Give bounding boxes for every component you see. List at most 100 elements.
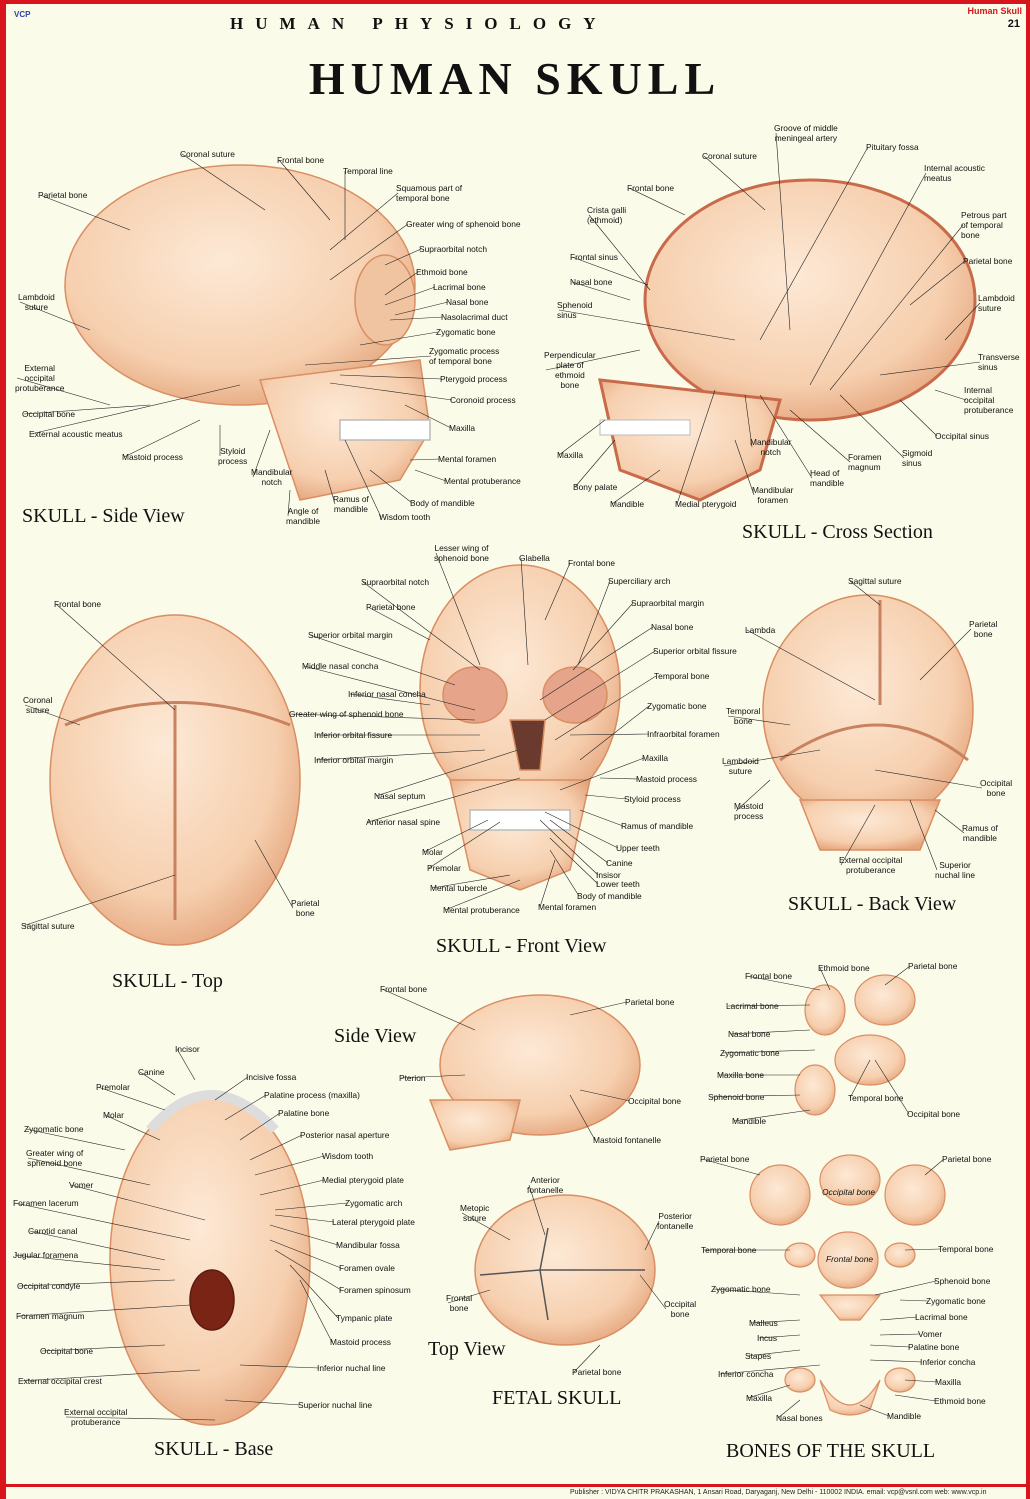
leader-side-25 [30,384,241,435]
leader-front-7 [309,634,456,686]
leader-back-5 [874,769,983,789]
label-bones-8: Sphenoid bone [708,1092,765,1102]
label-base-11: Vomer [69,1180,94,1190]
label-side-5: Greater wing of sphenoid bone [406,219,521,229]
leader-cross-16 [558,419,606,456]
label-cross-8: Frontal sinus [570,252,618,262]
frame-right [1026,0,1030,1499]
label-front-14: Greater wing of sphenoid bone [289,709,404,719]
leader-base-23 [289,1264,339,1319]
leader-base-9 [27,1157,151,1186]
label-side-25: External acoustic meatus [29,429,123,439]
label-front-2: Frontal bone [568,558,616,568]
label-base-0: Incisor [175,1044,200,1054]
section-title-side-view: SKULL - Side View [22,505,185,527]
leader-cross-9 [571,281,631,301]
leader-fetal-10 [573,1344,601,1373]
leader-base-26 [239,1364,320,1369]
label-bones-25: Stapes [745,1351,772,1361]
leader-front-19 [599,777,639,780]
leader-front-6 [572,602,634,671]
label-base-21: Foramen spinosum [339,1285,411,1295]
leader-front-10 [544,650,656,721]
label-base-15: Lateral pterygoid plate [332,1217,415,1227]
leader-front-5 [367,606,431,641]
leader-base-15 [274,1214,335,1223]
leader-cross-17 [744,394,753,448]
leader-base-14 [274,1202,348,1211]
label-base-20: Occipital condyle [17,1281,81,1291]
label-side-2: Temporal line [343,166,393,176]
leader-base-8 [249,1134,303,1161]
leader-front-1 [520,557,529,666]
label-base-3: Premolar [96,1082,130,1092]
leader-cross-5 [588,214,651,291]
label-fetal-4: Mastoid fontanelle [593,1135,661,1145]
label-front-5: Parietal bone [366,602,416,612]
label-base-13: Foramen lacerum [13,1198,79,1208]
label-base-24: Mastoid process [330,1337,391,1347]
leader-back-2 [746,629,876,701]
leader-front-24 [544,811,619,849]
fetal-side-skull [428,994,641,1151]
leader-front-32 [444,879,521,911]
label-bones-28: Maxilla [935,1377,962,1387]
label-front-19: Mastoid process [636,774,697,784]
leader-back-1 [919,628,972,681]
leader-bones-32 [859,1404,890,1417]
leader-bones-27 [719,1364,821,1375]
label-front-22: Ramus of mandible [621,821,694,831]
leader-bones-3 [727,1004,811,1007]
leader-base-18 [14,1254,161,1271]
label-bones-9: Occipital bone [907,1109,961,1119]
leader-base-11 [70,1184,206,1221]
leader-side-21 [287,489,291,517]
label-base-4: Palatine process (maxilla) [264,1090,360,1100]
main-title: HUMAN SKULL [308,53,722,104]
leader-side-7 [384,271,419,296]
leader-back-6 [735,779,771,812]
leader-front-30 [431,874,511,889]
leader-bones-21 [750,1319,801,1324]
leader-cross-7 [909,260,966,306]
leader-side-4 [329,192,399,251]
label-side-6: Supraorbital notch [419,244,487,254]
leader-front-22 [579,809,624,827]
leader-side-19 [344,439,382,518]
leader-fetal-0 [381,988,476,1031]
leader-cross-12 [545,349,641,371]
label-bones-19: Zygomatic bone [926,1296,986,1306]
label-side-16: Mental foramen [438,454,497,464]
label-fetal-1: Parietal bone [625,997,675,1007]
chart-name: Human Skull [967,6,1022,16]
label-front-32: Mental protuberance [443,905,520,915]
leader-cross-19 [789,409,851,463]
leader-base-19 [269,1239,342,1269]
leader-front-2 [544,562,571,621]
leader-front-15 [569,733,650,736]
leader-bones-2 [884,965,911,986]
label-base-23: Tympanic plate [336,1313,393,1323]
leader-base-28 [224,1399,301,1406]
label-bones-26: Inferior concha [920,1357,976,1367]
bones-exploded [749,974,946,1416]
leader-side-11 [359,331,439,346]
leader-cross-4 [628,187,686,216]
label-cross-7: Parietal bone [963,256,1013,266]
leader-cross-6 [829,224,964,391]
